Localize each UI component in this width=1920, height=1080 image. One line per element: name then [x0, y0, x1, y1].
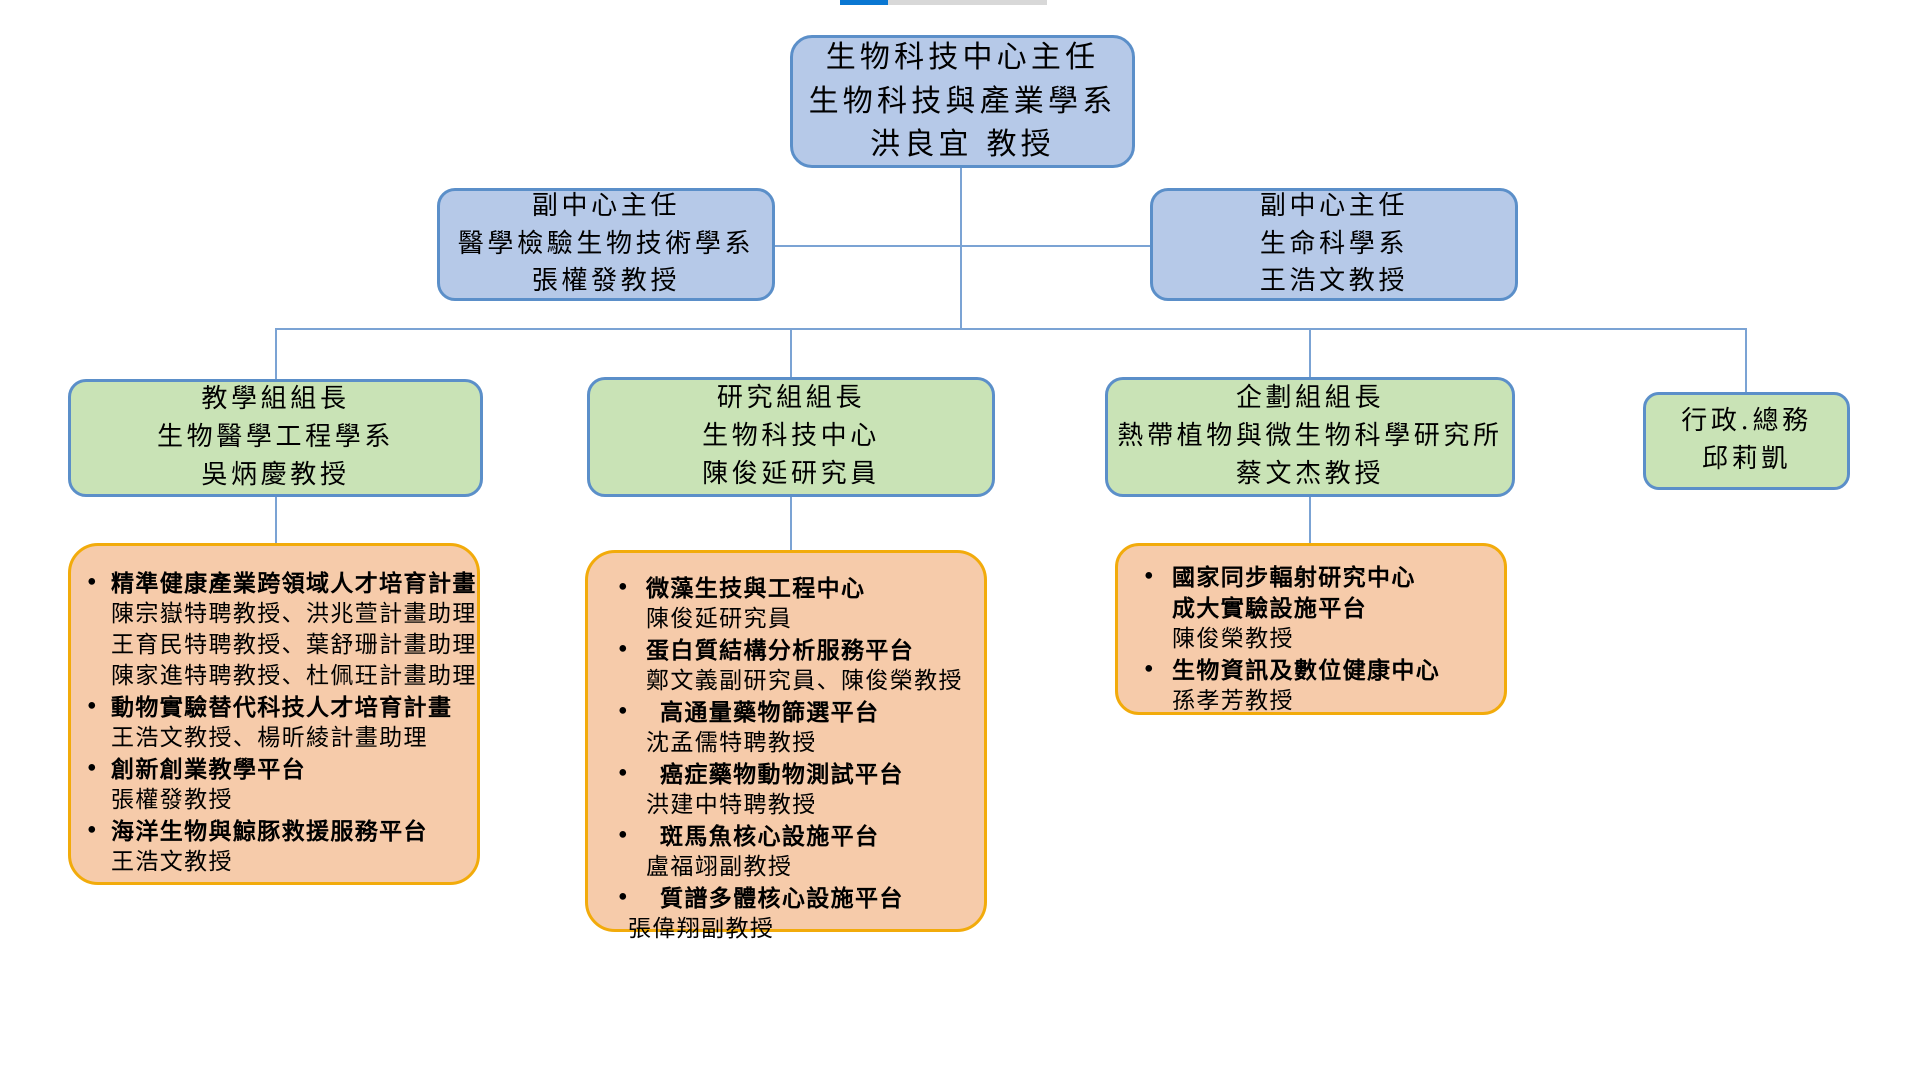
detail-box-planning: • 國家同步輻射研究中心 成大實驗設施平台 陳俊榮教授 • 生物資訊及數位健康中… [1115, 543, 1507, 715]
project-member: 張偉翔副教授 [628, 916, 775, 942]
project-item: • 蛋白質結構分析服務平台 鄭文義副研究員、陳俊榮教授 [616, 635, 974, 697]
project-item: • 國家同步輻射研究中心 成大實驗設施平台 陳俊榮教授 [1142, 562, 1494, 655]
bullet-icon: • [616, 885, 631, 911]
node-admin: 行政.總務 邱莉凱 [1643, 392, 1850, 490]
top-progress-track [888, 0, 1047, 5]
project-member: 張權發教授 [111, 787, 233, 813]
project-member: 王浩文教授 [111, 849, 233, 875]
node-deputy-left: 副中心主任 醫學檢驗生物技術學系 張權發教授 [437, 188, 775, 301]
project-title: 蛋白質結構分析服務平台 [646, 637, 915, 664]
project-member: 王浩文教授、楊昕綾計畫助理 [111, 725, 428, 751]
project-title: 癌症藥物動物測試平台 [660, 761, 904, 788]
project-title: 微藻生技與工程中心 [646, 575, 866, 602]
bullet-icon: • [616, 575, 631, 601]
research-person: 陳俊延研究員 [702, 458, 880, 489]
teaching-role: 教學組組長 [201, 384, 350, 415]
project-item: • 創新創業教學平台 張權發教授 [85, 754, 467, 816]
project-item: • 高通量藥物篩選平台 沈孟儒特聘教授 [616, 697, 974, 759]
teaching-dept: 生物醫學工程學系 [156, 422, 395, 453]
teaching-project-list: • 精準健康產業跨領域人才培育計畫 陳宗嶽特聘教授、洪兆萱計畫助理 王育民特聘教… [85, 568, 477, 878]
project-member: 鄭文義副研究員、陳俊榮教授 [646, 668, 963, 694]
deputy-left-dept: 醫學檢驗生物技術學系 [457, 228, 755, 259]
teaching-person: 吳炳慶教授 [201, 459, 350, 490]
deputy-right-role: 副中心主任 [1259, 190, 1409, 221]
project-member: 陳宗嶽特聘教授、洪兆萱計畫助理 [111, 601, 477, 627]
project-item: • 質譜多體核心設施平台 張偉翔副教授 [616, 883, 974, 945]
deputy-left-role: 副中心主任 [531, 190, 681, 221]
planning-person: 蔡文杰教授 [1235, 458, 1385, 489]
project-member: 盧福翊副教授 [646, 854, 793, 880]
connector-planning-down [1309, 328, 1311, 377]
deputy-left-person: 張權發教授 [531, 266, 681, 297]
project-title: 斑馬魚核心設施平台 [660, 823, 880, 850]
research-role: 研究組組長 [716, 383, 866, 414]
connector-planning-detail [1309, 497, 1311, 543]
top-progress-fill [840, 0, 888, 5]
admin-role: 行政.總務 [1681, 406, 1812, 437]
research-dept: 生物科技中心 [702, 421, 880, 452]
research-platform-list: • 微藻生技與工程中心 陳俊延研究員 • 蛋白質結構分析服務平台 鄭文義副研究員… [616, 573, 974, 945]
connector-deputies [775, 245, 1152, 247]
project-title: 動物實驗替代科技人才培育計畫 [111, 694, 453, 721]
project-title: 海洋生物與鯨豚救援服務平台 [111, 818, 428, 845]
connector-admin-down [1745, 328, 1747, 392]
project-member: 陳家進特聘教授、杜佩玨計畫助理 [111, 663, 477, 689]
project-member: 王育民特聘教授、葉舒珊計畫助理 [111, 632, 477, 658]
connector-teaching-detail [275, 497, 277, 543]
project-item: • 精準健康產業跨領域人才培育計畫 陳宗嶽特聘教授、洪兆萱計畫助理 王育民特聘教… [85, 568, 477, 692]
project-item: • 癌症藥物動物測試平台 洪建中特聘教授 [616, 759, 974, 821]
project-member: 陳俊榮教授 [1172, 626, 1294, 652]
project-item: • 微藻生技與工程中心 陳俊延研究員 [616, 573, 974, 635]
project-member: 沈孟儒特聘教授 [646, 730, 817, 756]
node-director: 生物科技中心主任 生物科技與產業學系 洪良宜 教授 [790, 35, 1135, 168]
project-member: 陳俊延研究員 [646, 606, 793, 632]
project-item: • 海洋生物與鯨豚救援服務平台 王浩文教授 [85, 816, 467, 878]
bullet-icon: • [85, 818, 100, 844]
project-title: 生物資訊及數位健康中心 [1172, 657, 1441, 684]
bullet-icon: • [616, 823, 631, 849]
project-item: • 動物實驗替代科技人才培育計畫 王浩文教授、楊昕綾計畫助理 [85, 692, 467, 754]
admin-person: 邱莉凱 [1702, 444, 1791, 474]
director-role: 生物科技中心主任 [825, 40, 1100, 76]
project-title: 高通量藥物篩選平台 [660, 699, 880, 726]
deputy-right-dept: 生命科學系 [1259, 228, 1409, 259]
project-item: • 生物資訊及數位健康中心 孫孝芳教授 [1142, 655, 1494, 717]
connector-teaching-down [275, 328, 277, 379]
bullet-icon: • [85, 694, 100, 720]
planning-dept: 熱帶植物與微生物科學研究所 [1117, 421, 1503, 452]
director-dept: 生物科技與產業學系 [808, 83, 1117, 119]
connector-groups-bus [275, 328, 1747, 330]
project-member: 洪建中特聘教授 [646, 792, 817, 818]
project-title-line2: 成大實驗設施平台 [1172, 595, 1368, 622]
bullet-icon: • [1142, 564, 1157, 590]
project-member: 孫孝芳教授 [1172, 688, 1294, 714]
project-title: 精準健康產業跨領域人才培育計畫 [111, 570, 477, 597]
node-teaching-leader: 教學組組長 生物醫學工程學系 吳炳慶教授 [68, 379, 483, 497]
deputy-right-person: 王浩文教授 [1259, 266, 1409, 297]
bullet-icon: • [616, 761, 631, 787]
project-title: 質譜多體核心設施平台 [660, 885, 904, 912]
connector-director-down [960, 168, 962, 330]
node-research-leader: 研究組組長 生物科技中心 陳俊延研究員 [587, 377, 995, 497]
node-deputy-right: 副中心主任 生命科學系 王浩文教授 [1150, 188, 1518, 301]
project-title: 國家同步輻射研究中心 [1172, 564, 1416, 591]
planning-center-list: • 國家同步輻射研究中心 成大實驗設施平台 陳俊榮教授 • 生物資訊及數位健康中… [1142, 562, 1494, 717]
bullet-icon: • [85, 570, 100, 596]
project-item: • 斑馬魚核心設施平台 盧福翊副教授 [616, 821, 974, 883]
connector-research-detail [790, 497, 792, 550]
detail-box-teaching: • 精準健康產業跨領域人才培育計畫 陳宗嶽特聘教授、洪兆萱計畫助理 王育民特聘教… [68, 543, 480, 885]
bullet-icon: • [616, 699, 631, 725]
director-person: 洪良宜 教授 [870, 127, 1055, 163]
planning-role: 企劃組組長 [1235, 383, 1385, 414]
connector-research-down [790, 328, 792, 377]
bullet-icon: • [85, 756, 100, 782]
project-title: 創新創業教學平台 [111, 756, 307, 783]
bullet-icon: • [616, 637, 631, 663]
node-planning-leader: 企劃組組長 熱帶植物與微生物科學研究所 蔡文杰教授 [1105, 377, 1515, 497]
detail-box-research: • 微藻生技與工程中心 陳俊延研究員 • 蛋白質結構分析服務平台 鄭文義副研究員… [585, 550, 987, 942]
bullet-icon: • [1142, 657, 1157, 683]
